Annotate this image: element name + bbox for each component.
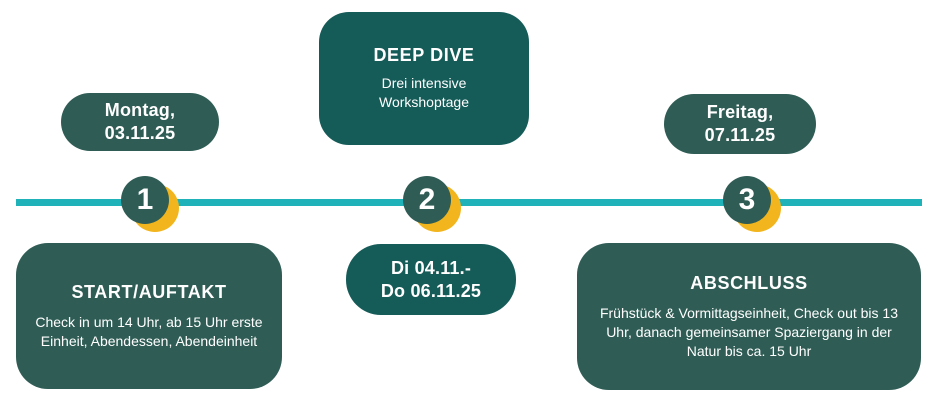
end-description: Frühstück & Vormittagseinheit, Check out… [599, 304, 899, 359]
start-date-pill: Montag, 03.11.25 [61, 93, 219, 151]
start-description: Check in um 14 Uhr, ab 15 Uhr erste Einh… [35, 313, 263, 349]
end-date-pill: Freitag, 07.11.25 [664, 94, 816, 154]
deep-dive-title: DEEP DIVE [373, 45, 475, 65]
marker-3-number: 3 [723, 176, 771, 224]
marker-3: 3 [723, 176, 783, 236]
marker-2-number: 2 [403, 176, 451, 224]
deep-dive-description: Drei intensive Workshoptage [378, 75, 469, 110]
end-date-label: Freitag, 07.11.25 [704, 102, 776, 145]
start-box: START/AUFTAKT Check in um 14 Uhr, ab 15 … [16, 243, 282, 389]
middle-date-pill: Di 04.11.- Do 06.11.25 [346, 244, 516, 315]
middle-date-label: Di 04.11.- Do 06.11.25 [380, 257, 482, 301]
end-box: ABSCHLUSS Frühstück & Vormittagseinheit,… [577, 243, 921, 390]
timeline-line [16, 199, 922, 206]
marker-2: 2 [403, 176, 463, 236]
marker-1-number: 1 [121, 176, 169, 224]
start-title: START/AUFTAKT [71, 281, 227, 302]
deep-dive-box: DEEP DIVE Drei intensive Workshoptage [319, 12, 529, 145]
marker-1: 1 [121, 176, 181, 236]
end-title: ABSCHLUSS [690, 272, 808, 293]
start-date-label: Montag, 03.11.25 [104, 100, 176, 143]
